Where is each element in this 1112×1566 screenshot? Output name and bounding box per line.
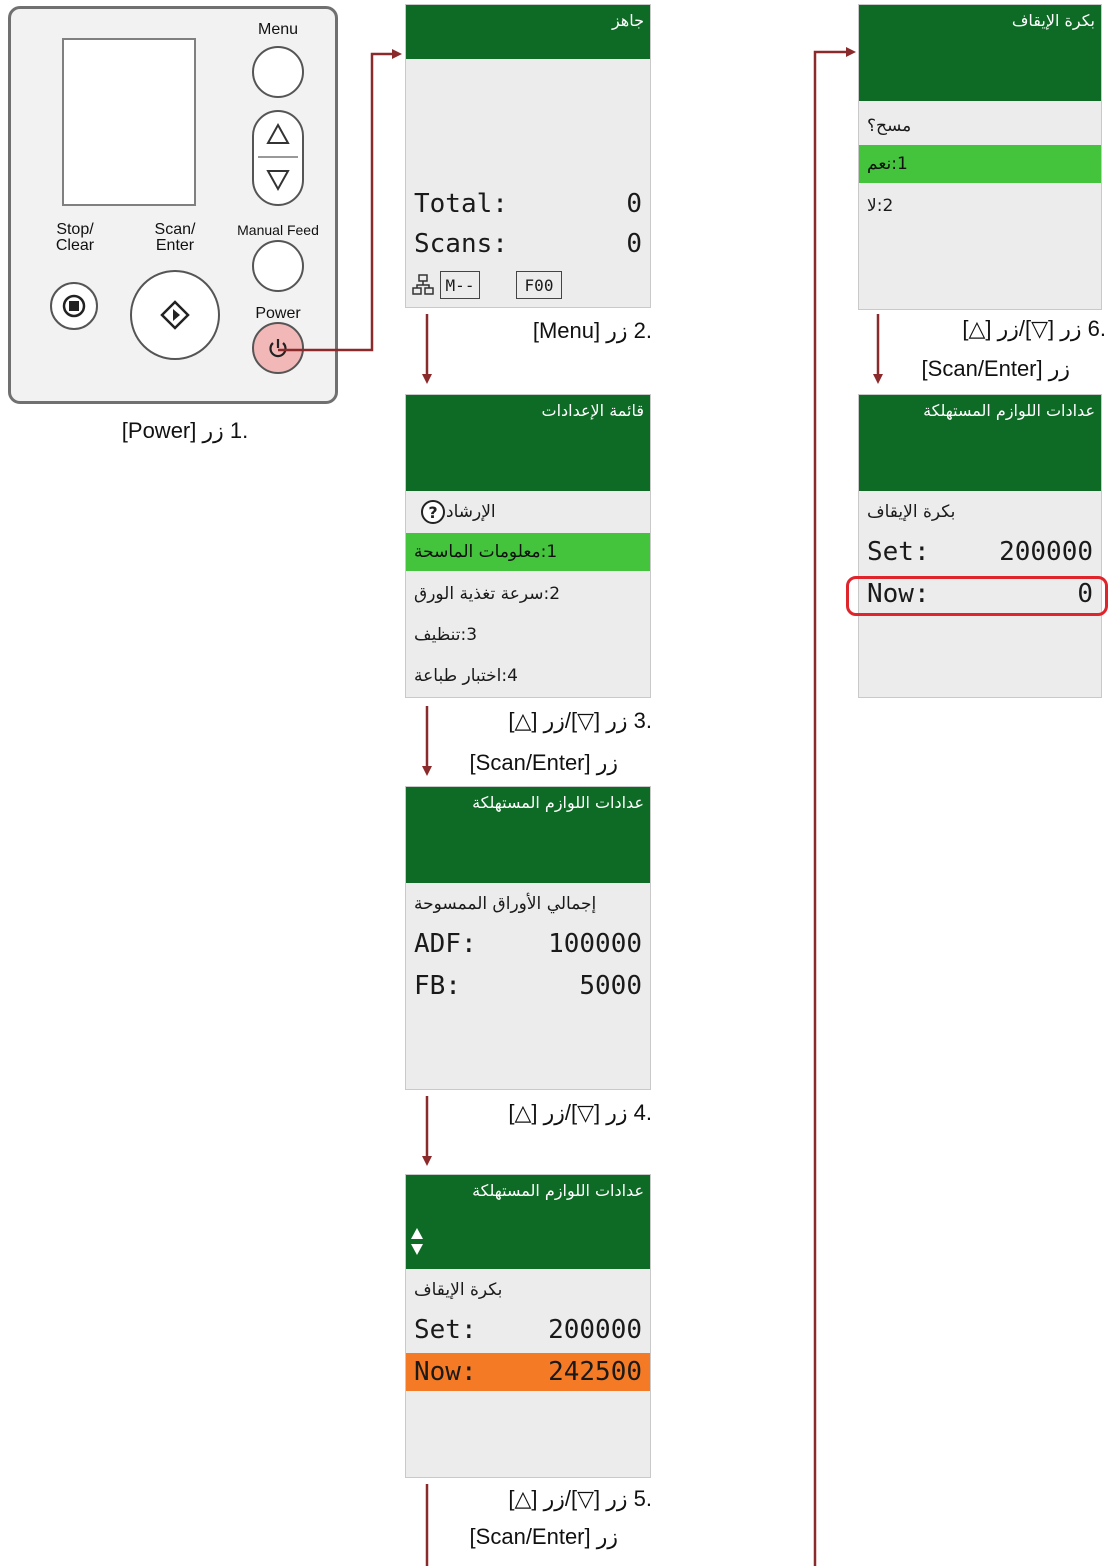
step6-caption-line1: .6 زر [▽]/زر [△] [962, 316, 1106, 341]
step3-caption-line1: .3 زر [▽]/زر [△] [508, 708, 652, 733]
adf-row: ADF: 100000 [406, 925, 650, 963]
subtitle: إجمالي الأوراق الممسوحة [414, 894, 597, 914]
set-label: Set: [867, 537, 930, 567]
step5-caption-line2: زر [Scan/Enter] [469, 1524, 618, 1549]
lcd-screen-brake-roller: عدادات اللوازم المستهلكة بكرة الإيقاف Se… [405, 1174, 651, 1478]
option-yes[interactable]: 1:نعم [859, 145, 1101, 183]
step2-caption: .2 زر [Menu] [532, 318, 652, 343]
now-label: Now: [867, 579, 930, 609]
scan-enter-button[interactable] [130, 270, 220, 360]
fb-row: FB: 5000 [406, 967, 650, 1005]
total-value: 0 [626, 189, 642, 219]
lcd-screen-clear-confirm: بكرة الإيقاف مسح؟ 1:نعم 2:لا [858, 4, 1102, 310]
manual-feed-button[interactable] [252, 240, 304, 292]
network-icon [412, 274, 434, 295]
menu-item-feed-speed[interactable]: 2:سرعة تغذية الورق [414, 584, 561, 604]
scans-value: 0 [626, 229, 642, 259]
power-button[interactable] [252, 322, 304, 374]
up-arrow-icon[interactable] [266, 122, 290, 146]
scan-enter-label: Scan/ Enter [154, 221, 196, 254]
scroll-updown-icon [411, 1228, 423, 1255]
lcd-screen-ready: جاهز Total: 0 Scans: 0 M-- F00 [405, 4, 651, 308]
adf-value: 100000 [548, 929, 642, 959]
help-icon: ? [421, 500, 445, 524]
lcd-screen-settings-menu: قائمة الإعدادات الإرشاد ? 1:معلومات الما… [405, 394, 651, 698]
power-label: Power [255, 305, 301, 322]
screen-header: عدادات اللوازم المستهلكة [406, 1175, 650, 1269]
now-callout-highlight [846, 576, 1108, 616]
now-row: Now: 0 [859, 575, 1101, 613]
power-icon [269, 339, 287, 358]
total-row: Total: 0 [406, 185, 650, 223]
set-value: 200000 [999, 537, 1093, 567]
step4-caption: .4 زر [▽]/زر [△] [508, 1100, 652, 1125]
scan-icon [160, 300, 190, 330]
error-code-indicator: F00 [516, 271, 562, 299]
down-arrow-icon[interactable] [266, 168, 290, 192]
question: مسح؟ [867, 116, 912, 136]
arrow-divider [258, 156, 298, 158]
menu-label: Menu [257, 21, 299, 38]
subtitle: بكرة الإيقاف [414, 1280, 503, 1300]
menu-item-cleaning[interactable]: 3:تنظيف [414, 625, 478, 645]
scans-label: Scans: [414, 229, 508, 259]
menu-item-print-test[interactable]: 4:اختبار طباعة [414, 666, 518, 686]
subtitle: بكرة الإيقاف [867, 502, 956, 522]
step5-caption-line1: .5 زر [▽]/زر [△] [508, 1486, 652, 1511]
set-value: 200000 [548, 1315, 642, 1345]
screen-header: عدادات اللوازم المستهلكة [406, 787, 650, 883]
set-label: Set: [414, 1315, 477, 1345]
step1-caption: .1 زر [Power] [121, 418, 249, 443]
now-value: 242500 [548, 1357, 642, 1387]
stop-clear-button[interactable] [50, 282, 98, 330]
option-no[interactable]: 2:لا [867, 196, 894, 216]
set-row: Set: 200000 [859, 533, 1101, 571]
help-row: الإرشاد ? [406, 493, 650, 531]
now-row-highlighted: Now: 242500 [406, 1353, 650, 1391]
up-down-button[interactable] [252, 110, 304, 206]
menu-item-scanner-info[interactable]: 1:معلومات الماسحة [406, 533, 650, 571]
total-label: Total: [414, 189, 508, 219]
step6-caption-line2: زر [Scan/Enter] [921, 356, 1070, 381]
menu-button[interactable] [252, 46, 304, 98]
lcd-screen-consumable-total: عدادات اللوازم المستهلكة إجمالي الأوراق … [405, 786, 651, 1090]
now-value: 0 [1077, 579, 1093, 609]
fb-value: 5000 [579, 971, 642, 1001]
set-row: Set: 200000 [406, 1311, 650, 1349]
status-icons: M-- F00 [412, 271, 562, 299]
adf-label: ADF: [414, 929, 477, 959]
svg-text:?: ? [428, 503, 437, 522]
screen-header: قائمة الإعدادات [406, 395, 650, 491]
screen-header: عدادات اللوازم المستهلكة [859, 395, 1101, 491]
scans-row: Scans: 0 [406, 225, 650, 263]
screen-header: جاهز [406, 5, 650, 59]
fb-label: FB: [414, 971, 461, 1001]
screen-header: بكرة الإيقاف [859, 5, 1101, 101]
now-label: Now: [414, 1357, 477, 1387]
help-label: الإرشاد [446, 502, 496, 522]
stop-icon [62, 294, 86, 318]
mode-indicator: M-- [440, 271, 480, 299]
step3-caption-line2: زر [Scan/Enter] [469, 750, 618, 775]
panel-lcd-display [62, 38, 196, 206]
lcd-screen-counter-reset: عدادات اللوازم المستهلكة بكرة الإيقاف Se… [858, 394, 1102, 698]
stop-clear-label: Stop/ Clear [55, 221, 95, 254]
manual-feed-label: Manual Feed [237, 222, 319, 238]
